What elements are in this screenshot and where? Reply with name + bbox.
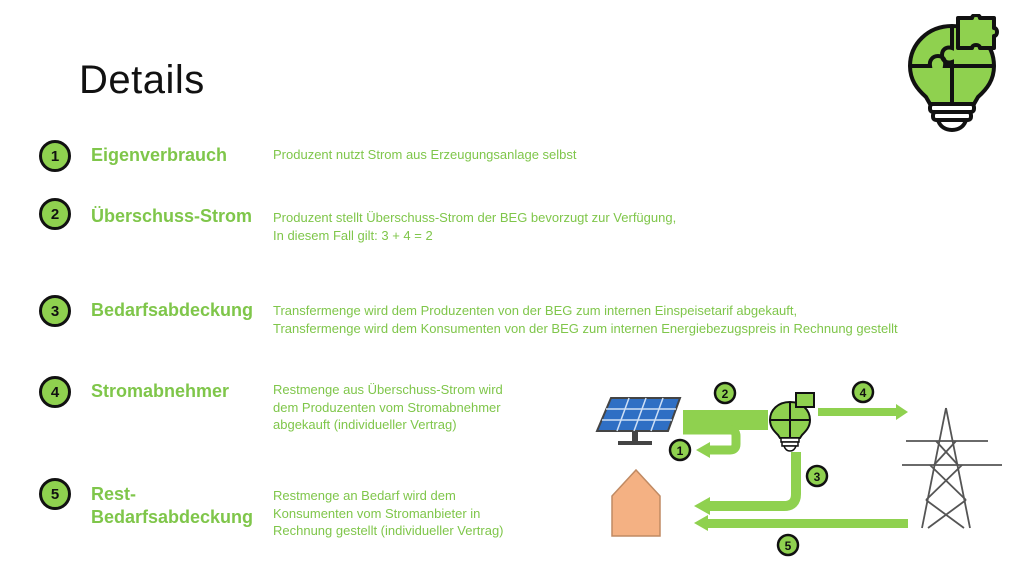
step-badge-1: 1 bbox=[39, 140, 71, 172]
desc-line: Produzent stellt Überschuss-Strom der BE… bbox=[273, 210, 677, 225]
flow-arrowhead-4 bbox=[896, 404, 908, 420]
step-badge-4: 4 bbox=[39, 376, 71, 408]
desc-rest-bedarfsabdeckung: Restmenge an Bedarf wird dem Konsumenten… bbox=[273, 487, 504, 540]
solar-panel-icon bbox=[595, 397, 682, 445]
step-badge-2: 2 bbox=[39, 198, 71, 230]
svg-text:5: 5 bbox=[785, 539, 792, 553]
desc-stromabnehmer: Restmenge aus Überschuss-Strom wird dem … bbox=[273, 381, 503, 434]
term-bedarfsabdeckung: Bedarfsabdeckung bbox=[91, 300, 254, 320]
step-badge-3: 3 bbox=[39, 295, 71, 327]
desc-ueberschuss-strom: Produzent stellt Überschuss-Strom der BE… bbox=[273, 209, 676, 244]
term-ueberschuss-strom: Überschuss-Strom bbox=[91, 206, 253, 226]
flow-arrow-1 bbox=[683, 425, 741, 455]
term-eigenverbrauch: Eigenverbrauch bbox=[91, 145, 228, 165]
power-pylon-icon bbox=[902, 407, 1002, 529]
flow-arrow-4 bbox=[818, 408, 898, 416]
flow-arrowhead-5 bbox=[694, 515, 708, 531]
lightbulb-puzzle-icon bbox=[768, 392, 815, 452]
diagram-badge-4: 4 bbox=[851, 380, 875, 404]
desc-line: Transfermenge wird dem Produzenten von d… bbox=[273, 303, 798, 318]
desc-line: Konsumenten vom Stromanbieter in bbox=[273, 505, 481, 521]
flow-arrowhead-1 bbox=[696, 442, 710, 458]
flow-arrow-2 bbox=[683, 410, 768, 430]
svg-text:3: 3 bbox=[814, 470, 821, 484]
desc-bedarfsabdeckung: Transfermenge wird dem Produzenten von d… bbox=[273, 302, 898, 337]
diagram-badge-5: 5 bbox=[776, 533, 800, 557]
svg-text:1: 1 bbox=[677, 444, 684, 458]
desc-line: Transfermenge wird dem Konsumenten von d… bbox=[273, 320, 898, 336]
step-badge-5: 5 bbox=[39, 478, 71, 510]
term-rest-bedarfsabdeckung: Rest- Bedarfsabdeckung bbox=[91, 483, 253, 529]
desc-eigenverbrauch: Produzent nutzt Strom aus Erzeugungsanla… bbox=[273, 146, 577, 164]
desc-line: dem Produzenten vom Stromabnehmer bbox=[273, 399, 501, 415]
diagram-badge-1: 1 bbox=[668, 438, 692, 462]
house-icon bbox=[611, 468, 661, 537]
desc-line: abgekauft (individueller Vertrag) bbox=[273, 417, 457, 432]
desc-line: Restmenge an Bedarf wird dem bbox=[273, 488, 456, 503]
term-stromabnehmer: Stromabnehmer bbox=[91, 381, 230, 401]
flow-arrow-3 bbox=[708, 452, 801, 511]
term-line: Rest- bbox=[91, 484, 137, 504]
desc-line: Restmenge aus Überschuss-Strom wird bbox=[273, 382, 503, 397]
svg-text:2: 2 bbox=[722, 387, 729, 401]
term-line: Bedarfsabdeckung bbox=[91, 507, 254, 527]
flow-arrow-5 bbox=[706, 519, 908, 528]
svg-text:4: 4 bbox=[860, 386, 867, 400]
flow-arrowhead-3 bbox=[694, 497, 710, 515]
desc-line: Rechnung gestellt (individueller Vertrag… bbox=[273, 523, 504, 538]
page-title: Details bbox=[79, 58, 205, 102]
diagram-badge-3: 3 bbox=[805, 464, 829, 488]
diagram-badge-2: 2 bbox=[713, 381, 737, 405]
desc-line: Produzent nutzt Strom aus Erzeugungsanla… bbox=[273, 147, 577, 162]
lightbulb-puzzle-icon bbox=[907, 14, 999, 132]
desc-line: In diesem Fall gilt: 3 + 4 = 2 bbox=[273, 227, 433, 243]
